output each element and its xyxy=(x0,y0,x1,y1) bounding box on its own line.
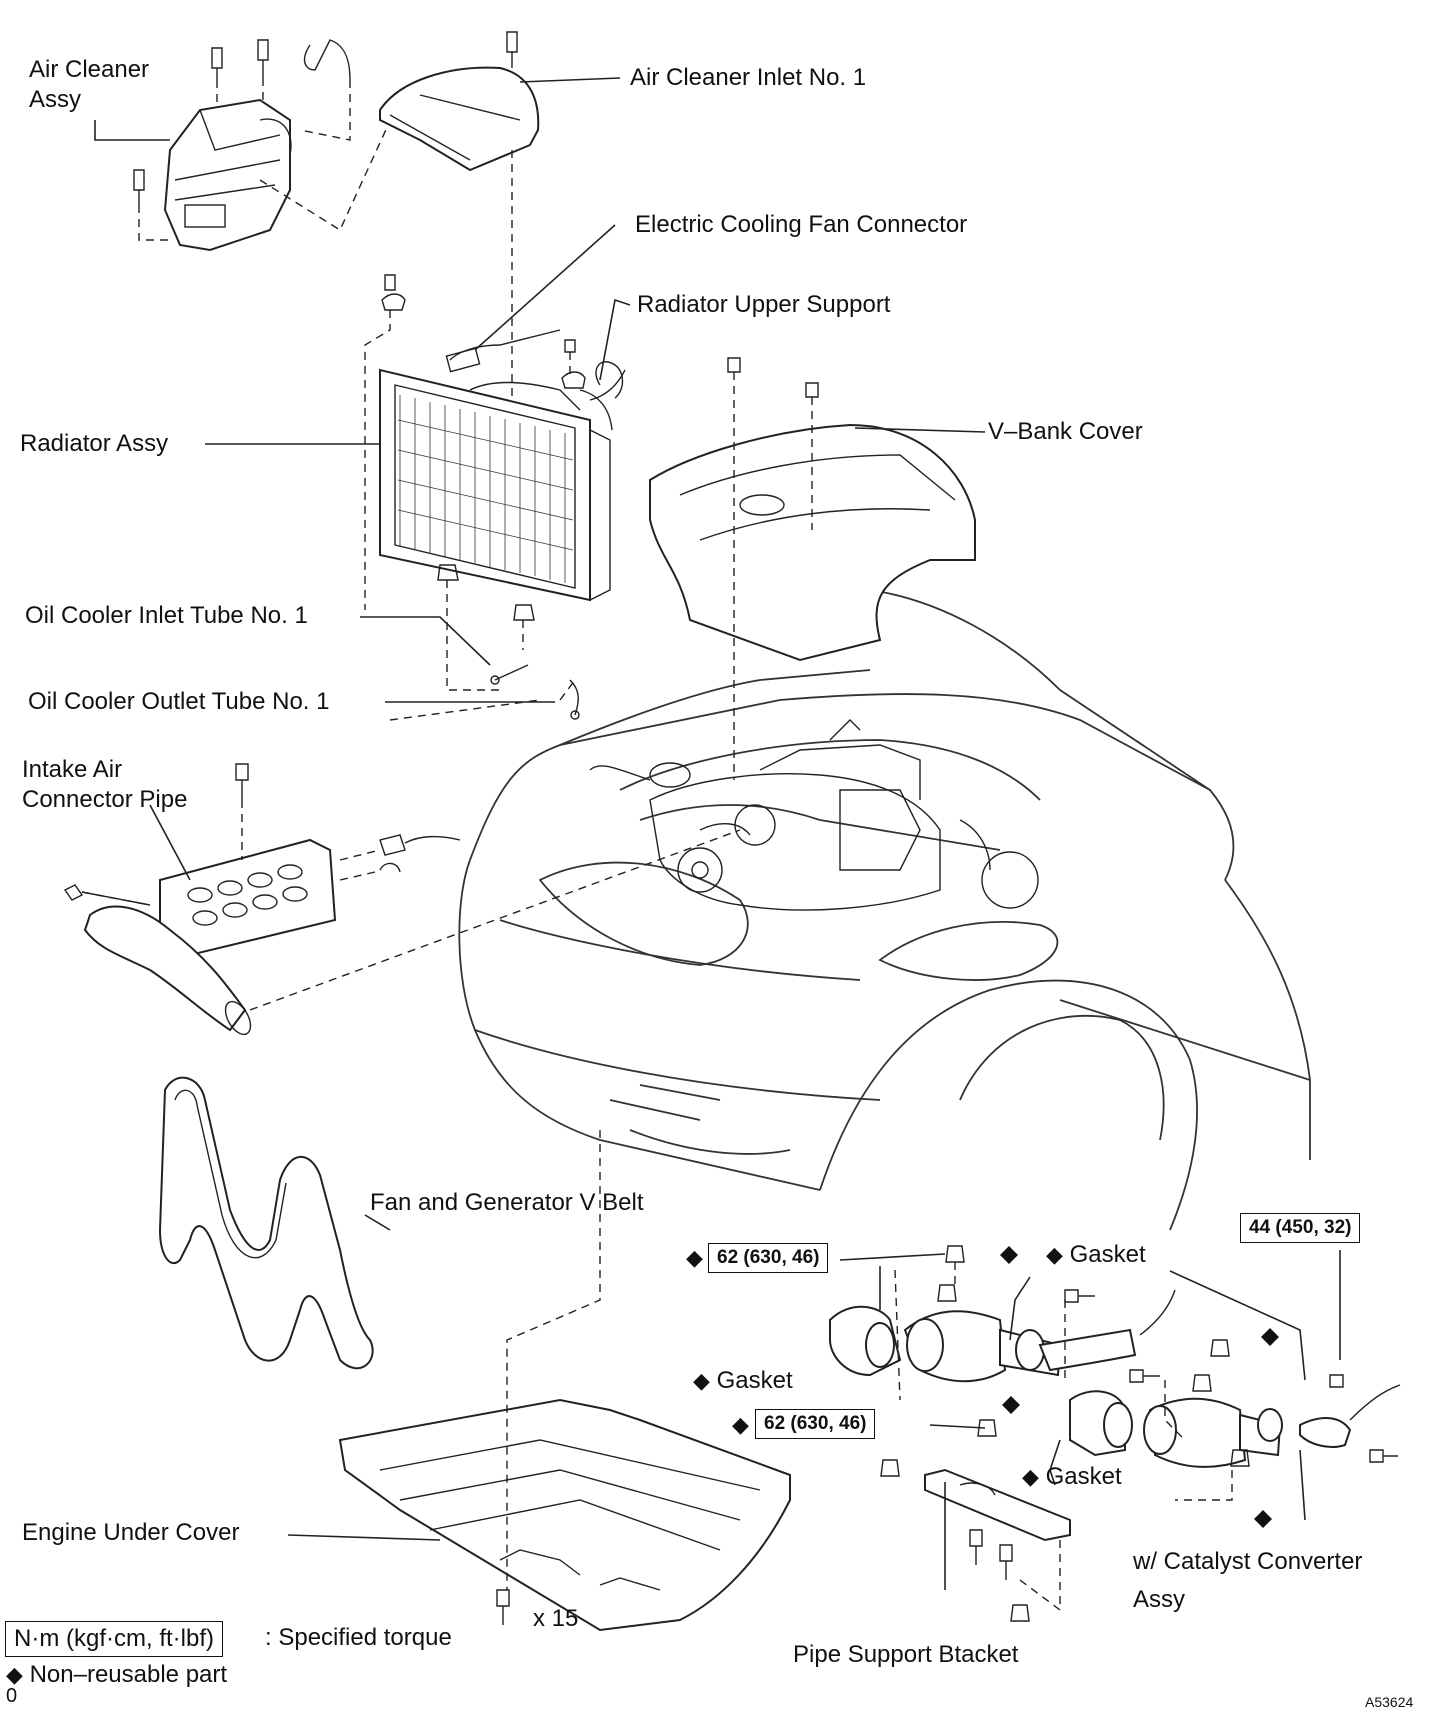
gasket-1-diamond: ◆ xyxy=(1046,1242,1063,1267)
figure-id: A53624 xyxy=(1365,1694,1414,1710)
legend-torque-units: N·m (kgf·cm, ft·lbf) xyxy=(5,1621,223,1657)
torque-spec-3: 44 (450, 32) xyxy=(1240,1213,1361,1243)
gasket-label-2: ◆ Gasket xyxy=(693,1366,793,1396)
leader-lines xyxy=(94,77,1341,1590)
air-cleaner-bolts xyxy=(133,39,351,205)
gasket-2-text: Gasket xyxy=(716,1367,793,1394)
radiator-upper-support-label: Radiator Upper Support xyxy=(637,291,891,318)
air-cleaner-inlet-illustration xyxy=(379,31,540,400)
intake-air-connector-label-line1: Intake Air xyxy=(22,756,123,783)
legend-torque-text: : Specified torque xyxy=(265,1624,452,1651)
air-cleaner-illustration xyxy=(163,98,292,252)
car-body-illustration xyxy=(458,589,1311,1231)
intake-air-connector-label-line2: Connector Pipe xyxy=(22,786,188,813)
v-bank-cover-illustration xyxy=(649,357,976,780)
catalyst-converter-label-line2: Assy xyxy=(1133,1586,1186,1613)
legend-nonreusable: ◆ Non–reusable part xyxy=(6,1660,227,1690)
legend-nonreusable-text: Non–reusable part xyxy=(29,1661,228,1688)
air-cleaner-assy-label-line1: Air Cleaner xyxy=(29,56,150,83)
engine-under-cover-illustration xyxy=(338,1130,791,1632)
belt-leader xyxy=(364,1214,391,1231)
pipe-support-bracket-illustration xyxy=(924,1468,1071,1542)
gasket-3-diamond: ◆ xyxy=(1022,1464,1039,1489)
exhaust-fasteners xyxy=(880,1245,1398,1622)
air-cleaner-inlet-label: Air Cleaner Inlet No. 1 xyxy=(630,64,867,91)
gasket-label-1: ◆ Gasket xyxy=(1046,1240,1146,1270)
intake-air-connector-label: Intake Air Connector Pipe xyxy=(22,755,187,815)
catalyst-converter-label: w/ Catalyst Converter Assy xyxy=(1133,1543,1362,1619)
gasket-1-text: Gasket xyxy=(1069,1241,1146,1268)
oil-cooler-outlet-label: Oil Cooler Outlet Tube No. 1 xyxy=(28,688,330,715)
torque-1-diamond: ◆ xyxy=(686,1245,703,1270)
intake-air-connector-illustration xyxy=(63,763,741,1036)
radiator-illustration xyxy=(379,368,626,602)
torque-2-diamond: ◆ xyxy=(732,1412,749,1437)
bolt-count-label: x 15 xyxy=(533,1605,579,1632)
gasket-2-diamond: ◆ xyxy=(693,1368,710,1393)
legend-diamond-icon: ◆ xyxy=(6,1662,23,1687)
engine-under-cover-label: Engine Under Cover xyxy=(22,1519,240,1546)
oil-cooler-inlet-label: Oil Cooler Inlet Tube No. 1 xyxy=(25,602,308,629)
radiator-assy-label: Radiator Assy xyxy=(20,430,169,457)
catalyst-converter-label-line1: w/ Catalyst Converter xyxy=(1133,1548,1363,1575)
electric-fan-connector-label: Electric Cooling Fan Connector xyxy=(635,211,968,238)
air-cleaner-assy-label-line2: Assy xyxy=(29,86,82,113)
gasket-label-3: ◆ Gasket xyxy=(1022,1462,1122,1492)
torque-spec-2: 62 (630, 46) xyxy=(755,1409,876,1439)
gasket-3-text: Gasket xyxy=(1045,1463,1122,1490)
engine-illustration xyxy=(589,719,1039,911)
fan-generator-belt-label: Fan and Generator V Belt xyxy=(370,1189,644,1216)
v-bank-cover-label: V–Bank Cover xyxy=(988,418,1143,445)
air-cleaner-dash-lines xyxy=(138,78,396,241)
radiator-bottom-bushings xyxy=(437,564,535,691)
non-reusable-markers xyxy=(1000,1246,1279,1528)
radiator-connector-and-support xyxy=(364,274,624,610)
catalyst-converter-illustration xyxy=(829,1289,1401,1468)
pipe-support-bracket-label: Pipe Support Btacket xyxy=(793,1641,1019,1668)
v-belt-illustration xyxy=(158,1076,374,1370)
torque-spec-1: 62 (630, 46) xyxy=(708,1243,829,1273)
air-cleaner-assy-label: Air Cleaner Assy xyxy=(29,55,149,115)
oil-cooler-tubes xyxy=(389,664,580,721)
legend-footnote: 0 xyxy=(6,1685,18,1707)
